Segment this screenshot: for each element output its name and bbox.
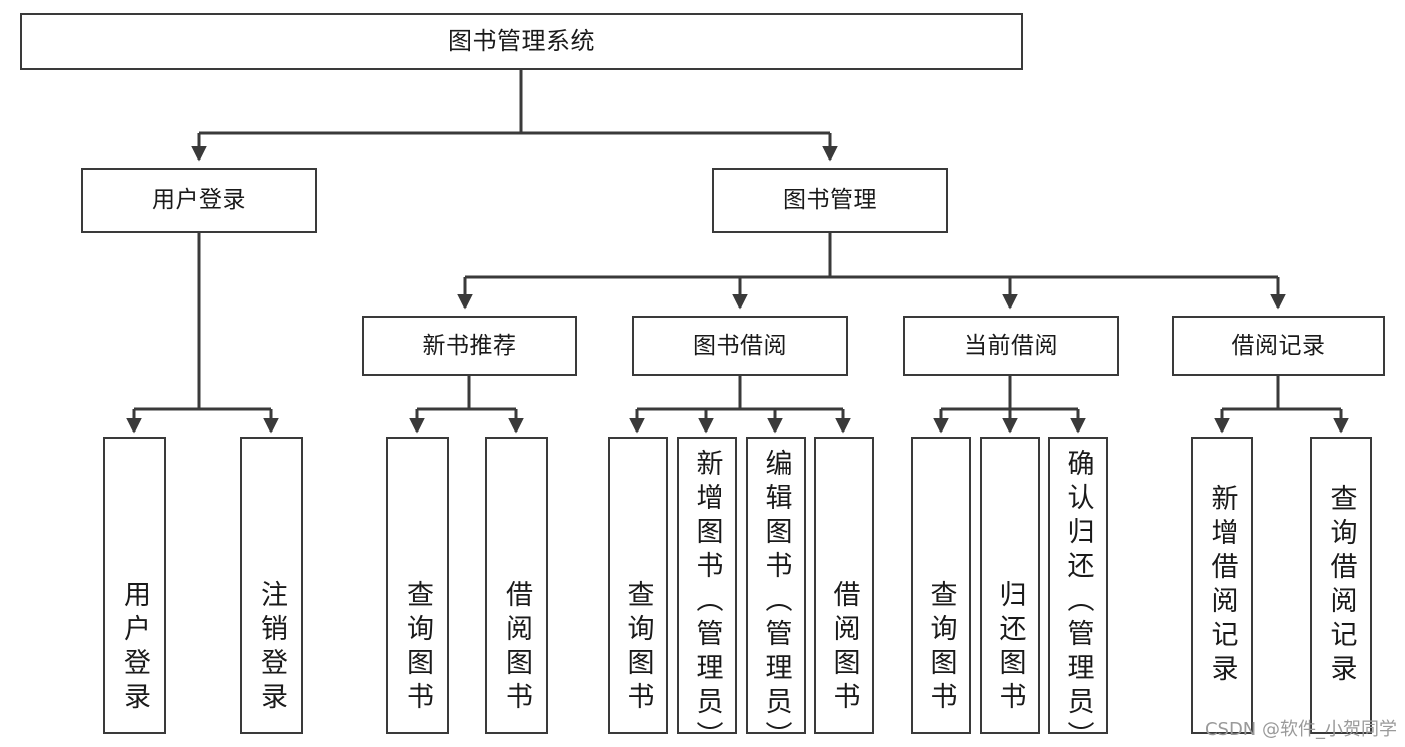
- node-leaf-borrow-book-2[interactable]: 借阅图书: [814, 437, 874, 734]
- node-label: 用户登录: [152, 187, 246, 214]
- node-current-borrow[interactable]: 当前借阅: [903, 316, 1119, 376]
- node-leaf-query-record[interactable]: 查询借阅记录: [1310, 437, 1372, 734]
- node-new-book-recommend[interactable]: 新书推荐: [362, 316, 577, 376]
- node-label: 借阅记录: [1231, 332, 1326, 359]
- node-leaf-query-book-2[interactable]: 查询图书: [608, 437, 668, 734]
- node-label: 查询借阅记录: [1325, 483, 1357, 688]
- node-label: 归还图书: [994, 580, 1026, 716]
- node-leaf-query-book-1[interactable]: 查询图书: [386, 437, 449, 734]
- node-leaf-user-login[interactable]: 用户登录: [103, 437, 166, 734]
- node-label: 新增图书（管理员）: [691, 449, 723, 747]
- node-label: 图书管理: [783, 187, 877, 214]
- node-label: 编辑图书（管理员）: [760, 449, 792, 747]
- node-label: 图书借阅: [693, 332, 787, 359]
- node-book-management-system[interactable]: 图书管理系统: [20, 13, 1023, 70]
- node-label: 新增借阅记录: [1206, 483, 1238, 688]
- node-label: 注销登录: [256, 580, 287, 716]
- node-label: 用户登录: [119, 580, 150, 716]
- node-label: 新书推荐: [422, 332, 517, 359]
- node-leaf-edit-book[interactable]: 编辑图书（管理员）: [746, 437, 806, 747]
- node-label: 借阅图书: [501, 580, 532, 716]
- node-leaf-logout-login[interactable]: 注销登录: [240, 437, 303, 734]
- node-leaf-query-book-3[interactable]: 查询图书: [911, 437, 971, 734]
- node-leaf-add-book[interactable]: 新增图书（管理员）: [677, 437, 737, 747]
- node-label: 查询图书: [925, 580, 957, 716]
- node-leaf-add-record[interactable]: 新增借阅记录: [1191, 437, 1253, 734]
- csdn-watermark: CSDN @软件_小贺同学: [1204, 719, 1397, 740]
- node-label: 图书管理系统: [448, 26, 595, 55]
- node-book-borrow[interactable]: 图书借阅: [632, 316, 848, 376]
- node-borrow-record[interactable]: 借阅记录: [1172, 316, 1385, 376]
- node-label: 查询图书: [622, 580, 654, 716]
- node-leaf-confirm-return[interactable]: 确认归还（管理员）: [1048, 437, 1108, 747]
- node-leaf-return-book[interactable]: 归还图书: [980, 437, 1040, 734]
- node-label: 确认归还（管理员）: [1062, 449, 1094, 747]
- node-leaf-borrow-book-1[interactable]: 借阅图书: [485, 437, 548, 734]
- node-label: 借阅图书: [828, 580, 860, 716]
- node-book-management[interactable]: 图书管理: [712, 168, 948, 233]
- node-label: 当前借阅: [964, 332, 1058, 359]
- node-label: 查询图书: [402, 580, 433, 716]
- node-user-login[interactable]: 用户登录: [81, 168, 317, 233]
